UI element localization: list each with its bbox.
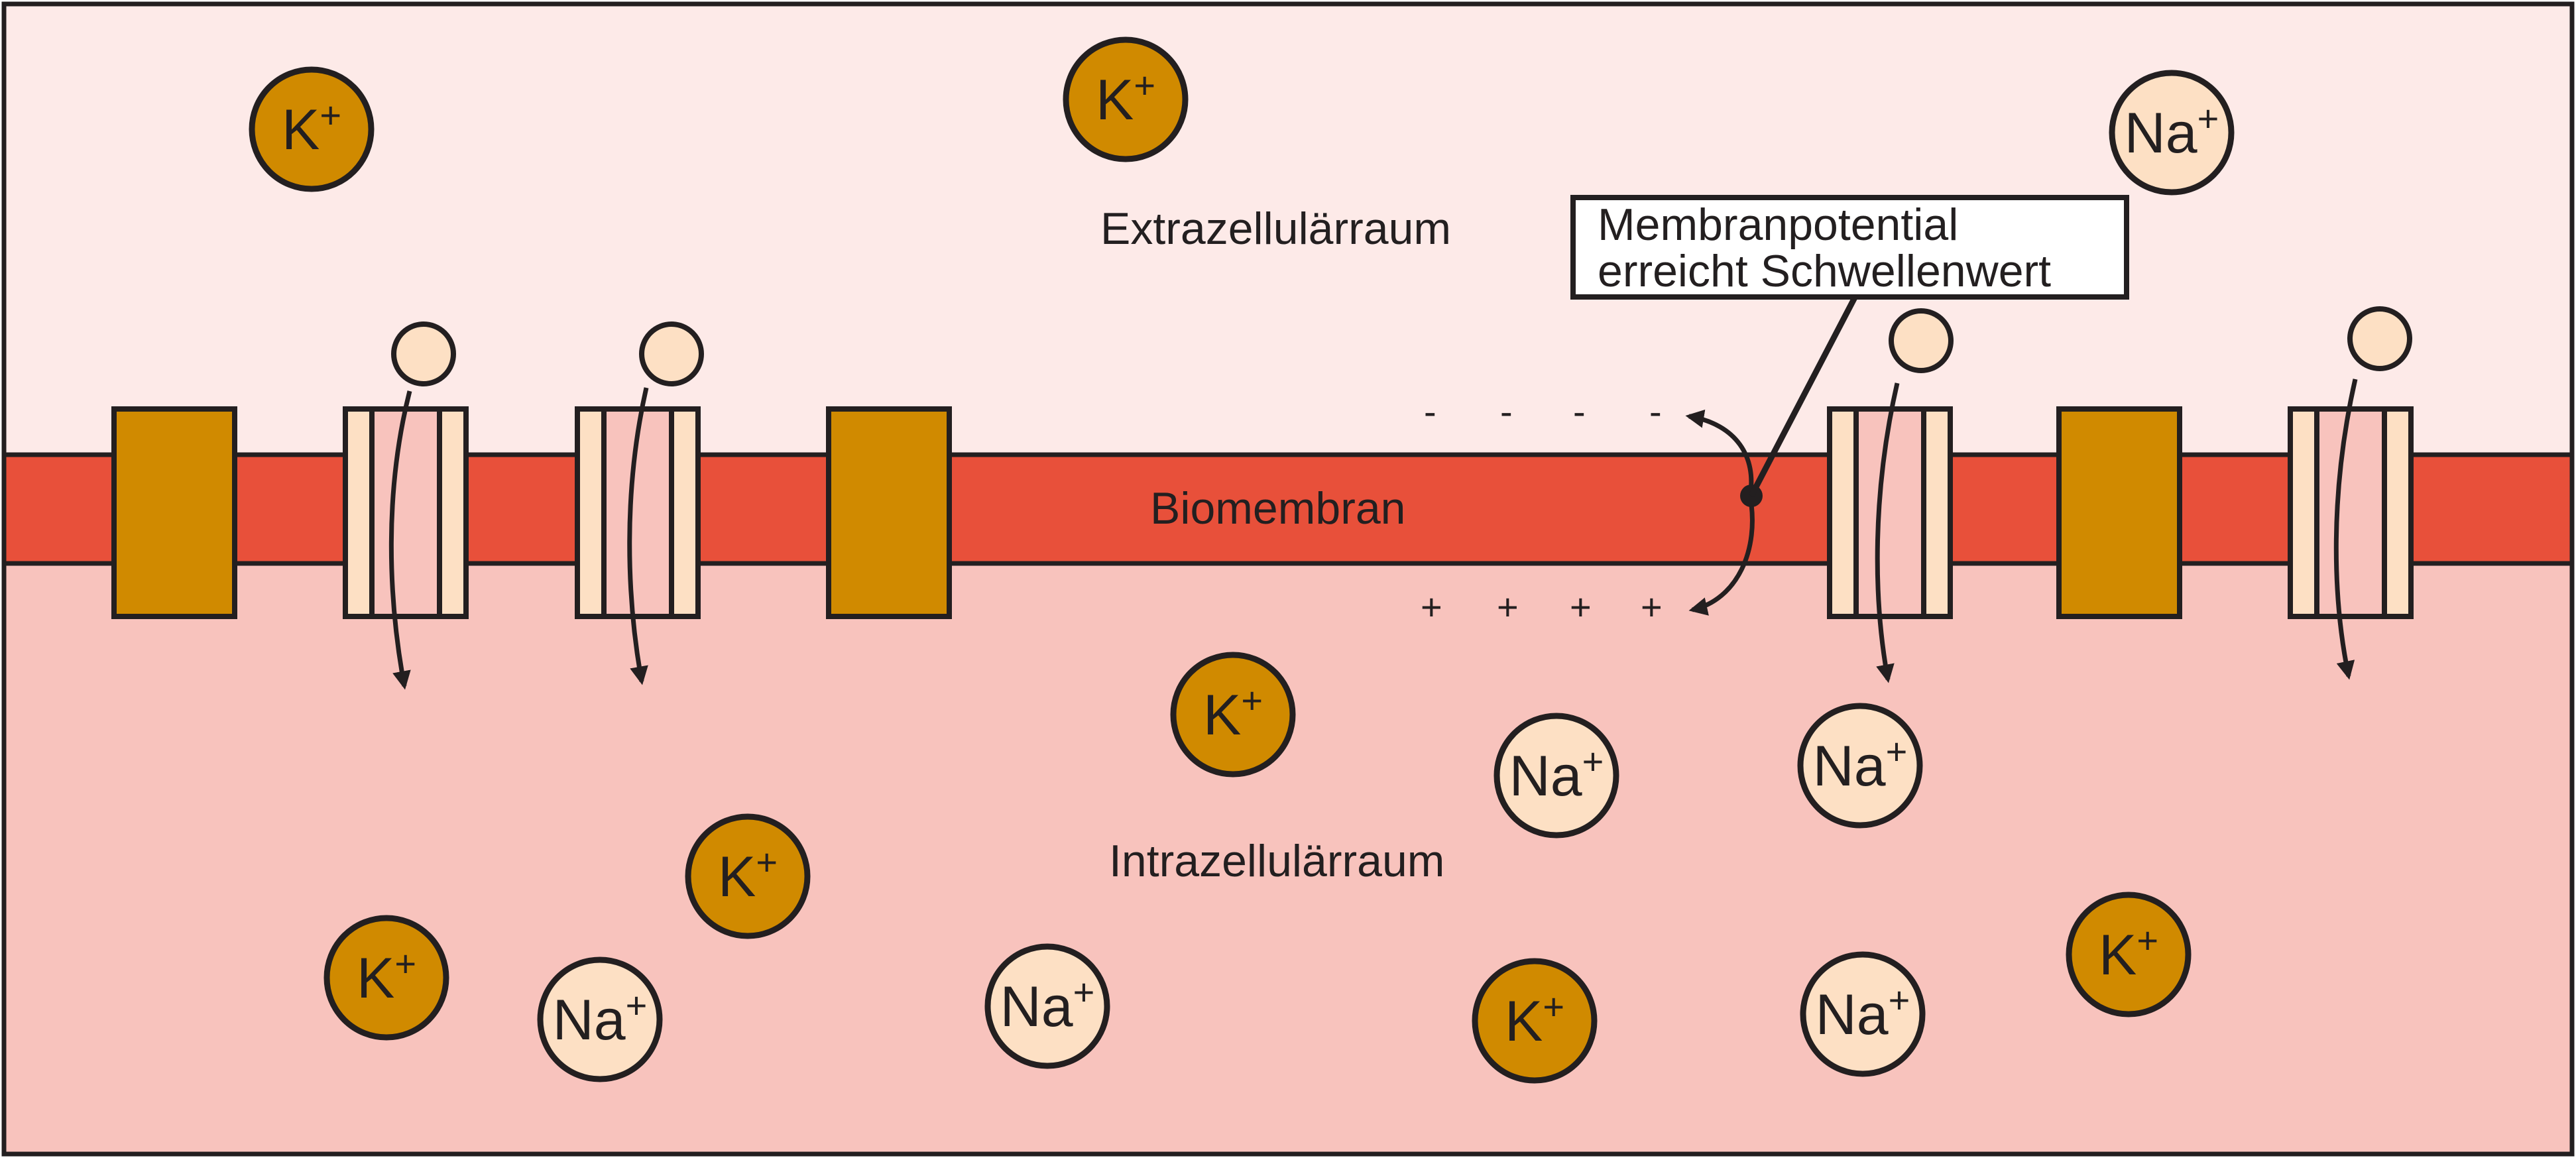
potassium-ion-label: K+ [2099,919,2158,987]
positive-charge: + [1641,586,1663,628]
sodium-ion-label: Na+ [553,984,648,1052]
negative-charge: - [1649,390,1662,432]
negative-charge: - [1500,390,1513,432]
sodium-ion-label: Na+ [1000,971,1095,1039]
membrane-label: Biomembran [1150,483,1406,534]
sodium-ion: Na+ [537,956,663,1082]
sodium-ion: Na+ [1797,703,1923,829]
negative-charge: - [1424,390,1436,432]
closed-channel [826,406,952,619]
sodium-ion-label: Na+ [1816,979,1910,1047]
potassium-ion-label: K+ [1505,986,1564,1053]
sodium-ion-label: Na+ [1509,740,1604,808]
threshold-callout: Membranpotential erreicht Schwellenwert [1570,195,2129,498]
potassium-ion: K+ [323,915,449,1041]
potassium-ion: K+ [2066,892,2192,1017]
potassium-ion: K+ [249,66,375,192]
sodium-ion-label: Na+ [2125,97,2219,165]
negative-charge: - [1573,390,1586,432]
closed-channel [2056,406,2182,619]
intracellular-label: Intrazellulärraum [1109,836,1444,886]
open-sodium-channel [2288,306,2414,680]
intracellular-space [1,561,2575,1157]
ions: K+ K+ Na+ K+ Na+ Na+ K+ K+ Na+ Na+ K+ Na+ K+ [249,36,2235,1084]
closed-channel [111,406,237,619]
potassium-ion-label: K+ [357,943,416,1010]
potassium-ion-label: K+ [1203,679,1263,747]
callout-line-1: Membranpotential [1598,200,1958,250]
sodium-ion: Na+ [1493,713,1619,839]
sodium-ion: Na+ [984,943,1110,1069]
sodium-ion-label: Na+ [1813,730,1908,798]
open-sodium-channel [575,321,704,685]
positive-charge: + [1421,586,1442,628]
potassium-ion-label: K+ [1096,64,1155,132]
sodium-ion: Na+ [1800,951,1926,1077]
open-sodium-channel [343,321,469,690]
potassium-ion-label: K+ [718,841,778,909]
open-sodium-channel [1827,308,1954,683]
inside-charges: + + + + [1421,586,1663,628]
sodium-ion: Na+ [2109,70,2235,196]
potassium-ion: K+ [685,813,811,939]
callout-line-2: erreicht Schwellenwert [1598,246,2051,296]
positive-charge: + [1570,586,1592,628]
extracellular-label: Extrazellulärraum [1100,203,1451,254]
potassium-ion: K+ [1472,958,1598,1084]
outside-charges: - - - - [1424,390,1662,432]
potassium-ion: K+ [1063,36,1189,162]
positive-charge: + [1497,586,1519,628]
potassium-ion-label: K+ [282,94,341,162]
potassium-ion: K+ [1170,652,1296,778]
